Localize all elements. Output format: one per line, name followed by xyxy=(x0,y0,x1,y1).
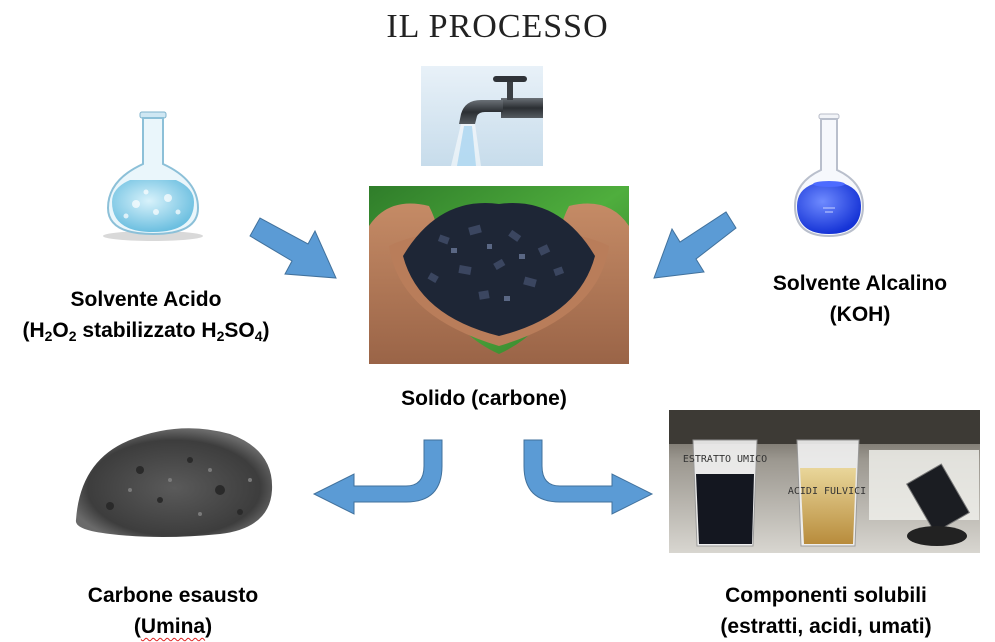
svg-text:ACIDI FULVICI: ACIDI FULVICI xyxy=(788,486,866,497)
alkaline-flask-image xyxy=(789,112,869,242)
water-tap-image xyxy=(421,66,543,166)
soluble-components-label: Componenti solubili (estratti, acidi, um… xyxy=(700,580,952,642)
svg-text:ESTRATTO UMICO: ESTRATTO UMICO xyxy=(683,454,767,465)
exhausted-coal-subtitle: (Umina) xyxy=(133,615,213,638)
acid-solvent-formula: (H2O2 stabilizzato H2SO4) xyxy=(22,319,270,344)
exhausted-coal-title: Carbone esausto xyxy=(87,584,259,607)
arrow-solid-to-soluble xyxy=(523,439,654,515)
acid-solvent-label: Solvente Acido (H2O2 stabilizzato H2SO4) xyxy=(0,284,292,346)
page-title: IL PROCESSO xyxy=(386,8,609,45)
soluble-components-title: Componenti solubili xyxy=(725,584,927,607)
beaker-label-left: ESTRATTO UMICO xyxy=(683,454,767,465)
acid-flask-image xyxy=(98,108,208,244)
alkaline-solvent-formula: (KOH) xyxy=(829,303,891,326)
exhausted-coal-image xyxy=(70,420,278,540)
acid-solvent-title: Solvente Acido xyxy=(70,288,222,311)
soluble-components-image: ESTRATTO UMICO ACIDI FULVICI xyxy=(669,410,980,553)
arrow-solid-to-exhausted xyxy=(312,439,443,515)
solid-label: Solido (carbone) xyxy=(401,387,567,410)
alkaline-solvent-title: Solvente Alcalino xyxy=(772,272,948,295)
arrow-alkaline-to-solid xyxy=(653,211,737,279)
beaker-label-middle: ACIDI FULVICI xyxy=(788,486,866,497)
alkaline-solvent-label: Solvente Alcalino (KOH) xyxy=(745,268,975,330)
exhausted-coal-label: Carbone esausto (Umina) xyxy=(62,580,284,642)
coal-in-hands-image xyxy=(369,186,629,364)
soluble-components-subtitle: (estratti, acidi, umati) xyxy=(720,615,932,638)
arrow-acid-to-solid xyxy=(249,217,337,279)
umina-word: Umina xyxy=(140,615,206,638)
